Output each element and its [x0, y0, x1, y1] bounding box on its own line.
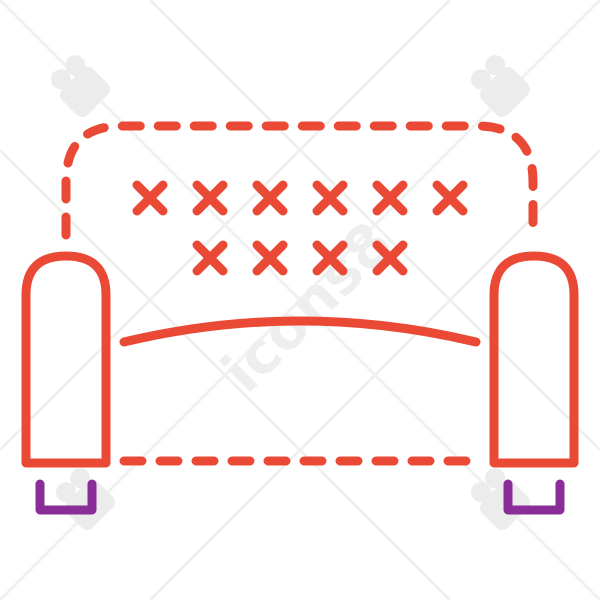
- stitch-cross-3: [252, 180, 288, 216]
- stitch-cross-2: [192, 180, 228, 216]
- stitch-cross-10: [372, 240, 408, 276]
- stitch-cross-6: [432, 180, 468, 216]
- cushion-stitching: [132, 180, 468, 276]
- watermark-logo-top-right: [470, 55, 530, 117]
- stitch-cross-5: [372, 180, 408, 216]
- sofa-seat-curve: [119, 316, 481, 347]
- stitch-cross-4: [312, 180, 348, 216]
- sofa-backrest-dashed-outline: [61, 121, 538, 240]
- stitch-cross-8: [252, 240, 288, 276]
- stitch-cross-1: [132, 180, 168, 216]
- watermark-logo-top-left: [50, 55, 110, 117]
- stitch-cross-9: [312, 240, 348, 276]
- sofa-right-leg: [503, 479, 565, 515]
- sofa-right-armrest: [489, 251, 579, 468]
- watermark-logo-bottom-left: [55, 468, 115, 530]
- sofa-left-armrest: [21, 251, 111, 468]
- stitch-cross-7: [192, 240, 228, 276]
- sofa-left-leg: [35, 479, 97, 515]
